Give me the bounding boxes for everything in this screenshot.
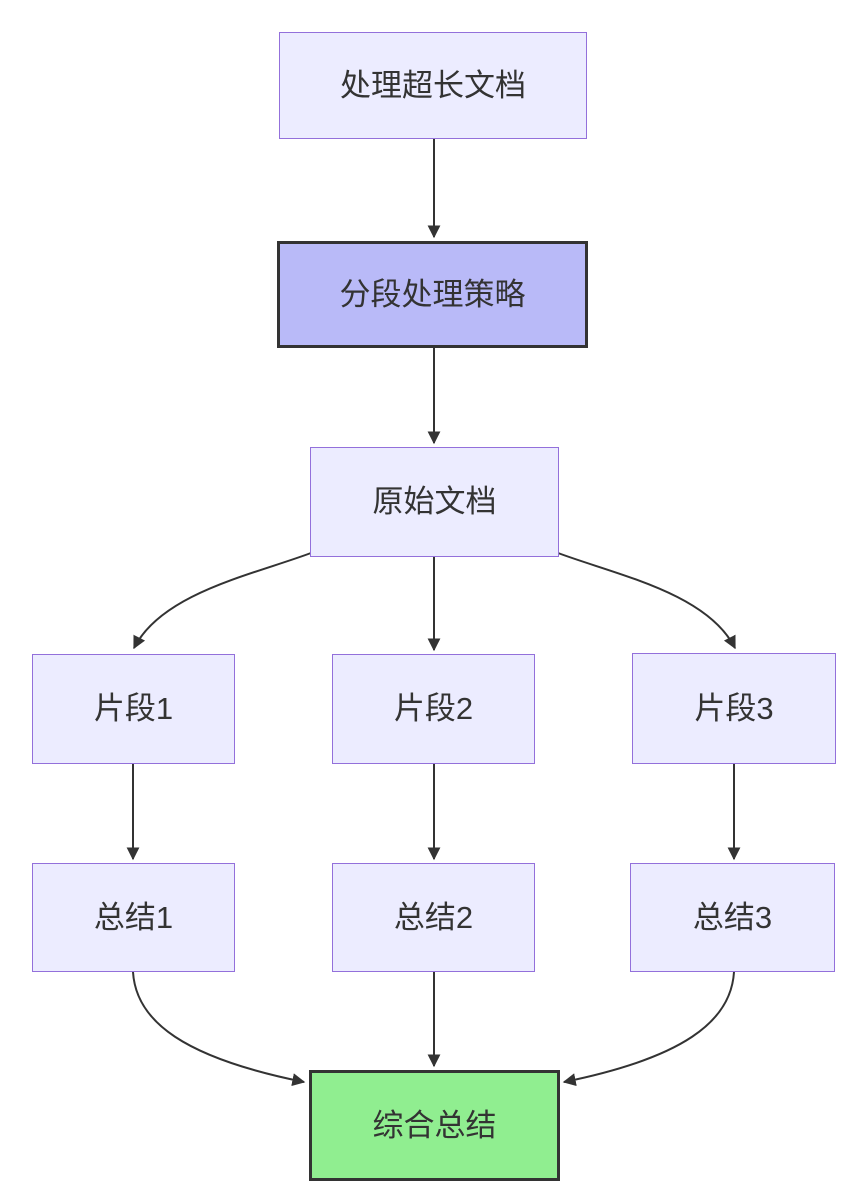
node-source-document: 原始文档	[310, 447, 559, 557]
edge-source-to-fragment3	[557, 552, 736, 650]
node-fragment-1-label: 片段1	[93, 691, 174, 727]
node-strategy: 分段处理策略	[277, 241, 588, 348]
node-summary-3-label: 总结3	[692, 899, 773, 935]
node-strategy-label: 分段处理策略	[339, 276, 526, 312]
node-fragment-2-label: 片段2	[393, 691, 474, 727]
node-final-summary: 综合总结	[309, 1070, 560, 1181]
node-fragment-2: 片段2	[332, 654, 535, 764]
edge-source-to-fragment1	[133, 552, 312, 650]
edge-summary1-to-final	[132, 971, 306, 1087]
node-fragment-3: 片段3	[632, 653, 836, 764]
node-start: 处理超长文档	[279, 32, 587, 139]
node-start-label: 处理超长文档	[340, 67, 526, 103]
node-summary-1-label: 总结1	[93, 899, 174, 935]
edge-summary3-to-final	[562, 971, 735, 1087]
node-summary-2: 总结2	[332, 863, 535, 972]
node-summary-3: 总结3	[630, 863, 835, 972]
node-summary-1: 总结1	[32, 863, 235, 972]
node-source-document-label: 原始文档	[372, 484, 497, 520]
node-fragment-3-label: 片段3	[694, 690, 774, 726]
node-fragment-1: 片段1	[32, 654, 235, 764]
node-final-summary-label: 综合总结	[372, 1107, 497, 1143]
node-summary-2-label: 总结2	[393, 899, 474, 935]
